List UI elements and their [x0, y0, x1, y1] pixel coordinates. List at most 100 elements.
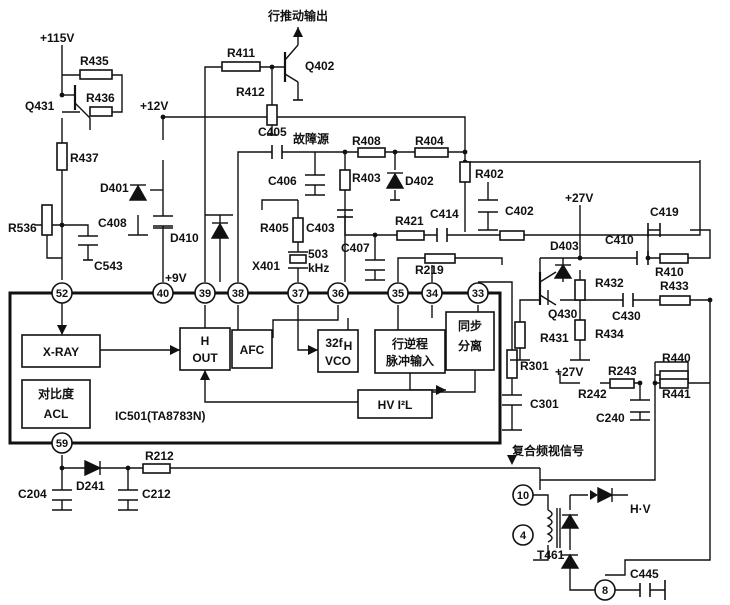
- r242-label: R242: [578, 387, 607, 401]
- r405-label: R405: [260, 221, 289, 235]
- vco-label-1: 32f: [325, 336, 343, 350]
- afc-label: AFC: [240, 343, 265, 357]
- net-labels: 行推动输出 +115V +12V +9V +27V +27V 故障源 复合频视信…: [40, 8, 651, 516]
- pin-4: [512, 524, 534, 546]
- block-contrast-acl: [21, 379, 91, 429]
- r212-body: [142, 463, 171, 474]
- grounds: [52, 99, 650, 511]
- pin-10: [512, 484, 534, 506]
- vco-label-sub: H: [344, 339, 353, 353]
- r411-label: R411: [227, 46, 255, 60]
- pin-52: [51, 282, 73, 304]
- wiring: [35, 27, 711, 591]
- pin-4-label: 4: [520, 530, 527, 542]
- pin-10-label: 10: [517, 490, 529, 502]
- pin-34: [421, 282, 443, 304]
- r412-body: [266, 104, 278, 126]
- r431-label: R431: [540, 331, 569, 345]
- arrows: [57, 27, 598, 500]
- r243-label: R243: [608, 364, 637, 378]
- r403-label: R403: [352, 171, 381, 185]
- c402-label: C402: [505, 204, 534, 218]
- r421-label: R421: [395, 214, 424, 228]
- v115-label: +115V: [40, 31, 74, 45]
- hout-label-1: H: [201, 334, 210, 348]
- fault-source-label: 故障源: [293, 131, 329, 146]
- flyback-label-2: 脉冲输入: [385, 353, 434, 368]
- r404-body: [414, 147, 449, 158]
- pin-33-label: 33: [472, 288, 484, 300]
- c414-label: C414: [430, 207, 459, 221]
- r436-body: [89, 106, 113, 117]
- acl-label-1: 对比度: [38, 386, 75, 401]
- c410-label: C410: [605, 233, 634, 247]
- component-designators: Q402 Q431 Q430 T461 R411 R412 R435 R436 …: [8, 46, 691, 581]
- transformer-t461: [546, 508, 561, 548]
- c543-label: C543: [94, 259, 123, 273]
- d403-label: D403: [550, 239, 579, 253]
- r441-label: R441: [662, 387, 691, 401]
- r437-body: [56, 142, 68, 171]
- r431-body: [514, 321, 526, 349]
- r435-body: [79, 69, 113, 80]
- v27-lower-label: +27V: [555, 365, 583, 379]
- r219-label: R219: [415, 263, 444, 277]
- q430-label: Q430: [548, 307, 578, 321]
- ic-pins: [51, 282, 616, 601]
- c240-label: C240: [596, 411, 625, 425]
- r436-label: R436: [86, 91, 115, 105]
- block-hout: [179, 327, 231, 371]
- v12-label: +12V: [140, 99, 168, 113]
- r402-body: [459, 161, 471, 183]
- q431-label: Q431: [25, 99, 55, 113]
- r410-label: R410: [655, 265, 684, 279]
- flyback-label-1: 行逆程: [391, 336, 428, 351]
- vco-label-2: VCO: [325, 354, 351, 368]
- diodes: [84, 172, 614, 569]
- c430-label: C430: [612, 309, 641, 323]
- transistors: [73, 44, 557, 306]
- pin-39-label: 39: [199, 288, 211, 300]
- r432-body: [574, 279, 586, 301]
- pin-36: [327, 282, 349, 304]
- r536-body: [41, 204, 53, 236]
- pin-37-label: 37: [292, 288, 304, 300]
- r437-label: R437: [70, 151, 99, 165]
- d402-label: D402: [405, 174, 434, 188]
- r212-label: R212: [145, 449, 174, 463]
- pin-52-label: 52: [56, 288, 68, 300]
- hv-label: H·V: [630, 502, 651, 516]
- block-vco: [317, 329, 359, 373]
- r432-label: R432: [595, 276, 624, 290]
- ic-name-label: IC501(TA8783N): [115, 409, 205, 423]
- hdrive-output-label: 行推动输出: [267, 8, 328, 23]
- pin-36-label: 36: [332, 288, 344, 300]
- sync-label-2: 分离: [458, 338, 482, 353]
- r301-body: [506, 349, 518, 379]
- xtal-freq-label-1: 503: [308, 247, 328, 261]
- pin-35: [387, 282, 409, 304]
- hout-label-2: OUT: [192, 351, 218, 365]
- r404-label: R404: [415, 134, 444, 148]
- crystal-x401: [288, 251, 308, 269]
- c403-label: C403: [306, 221, 335, 235]
- sync-label-1: 同步: [458, 318, 482, 333]
- pin-59-label: 59: [56, 438, 68, 450]
- pin-38: [227, 282, 249, 304]
- c204-label: C204: [18, 487, 47, 501]
- r408-body: [357, 147, 386, 158]
- r440-label: R440: [662, 351, 691, 365]
- r243-body: [609, 378, 635, 389]
- d241-label: D241: [76, 479, 105, 493]
- block-sync-separator: [445, 311, 495, 371]
- r410-body: [659, 253, 689, 264]
- acl-label-2: ACL: [44, 407, 69, 421]
- c407-label: C407: [341, 241, 370, 255]
- r-unlabeled-body: [499, 230, 525, 241]
- r301-label: R301: [520, 359, 549, 373]
- r435-label: R435: [80, 54, 109, 68]
- pin-37: [287, 282, 309, 304]
- pin-8: [594, 579, 616, 601]
- c445-label: C445: [630, 567, 659, 581]
